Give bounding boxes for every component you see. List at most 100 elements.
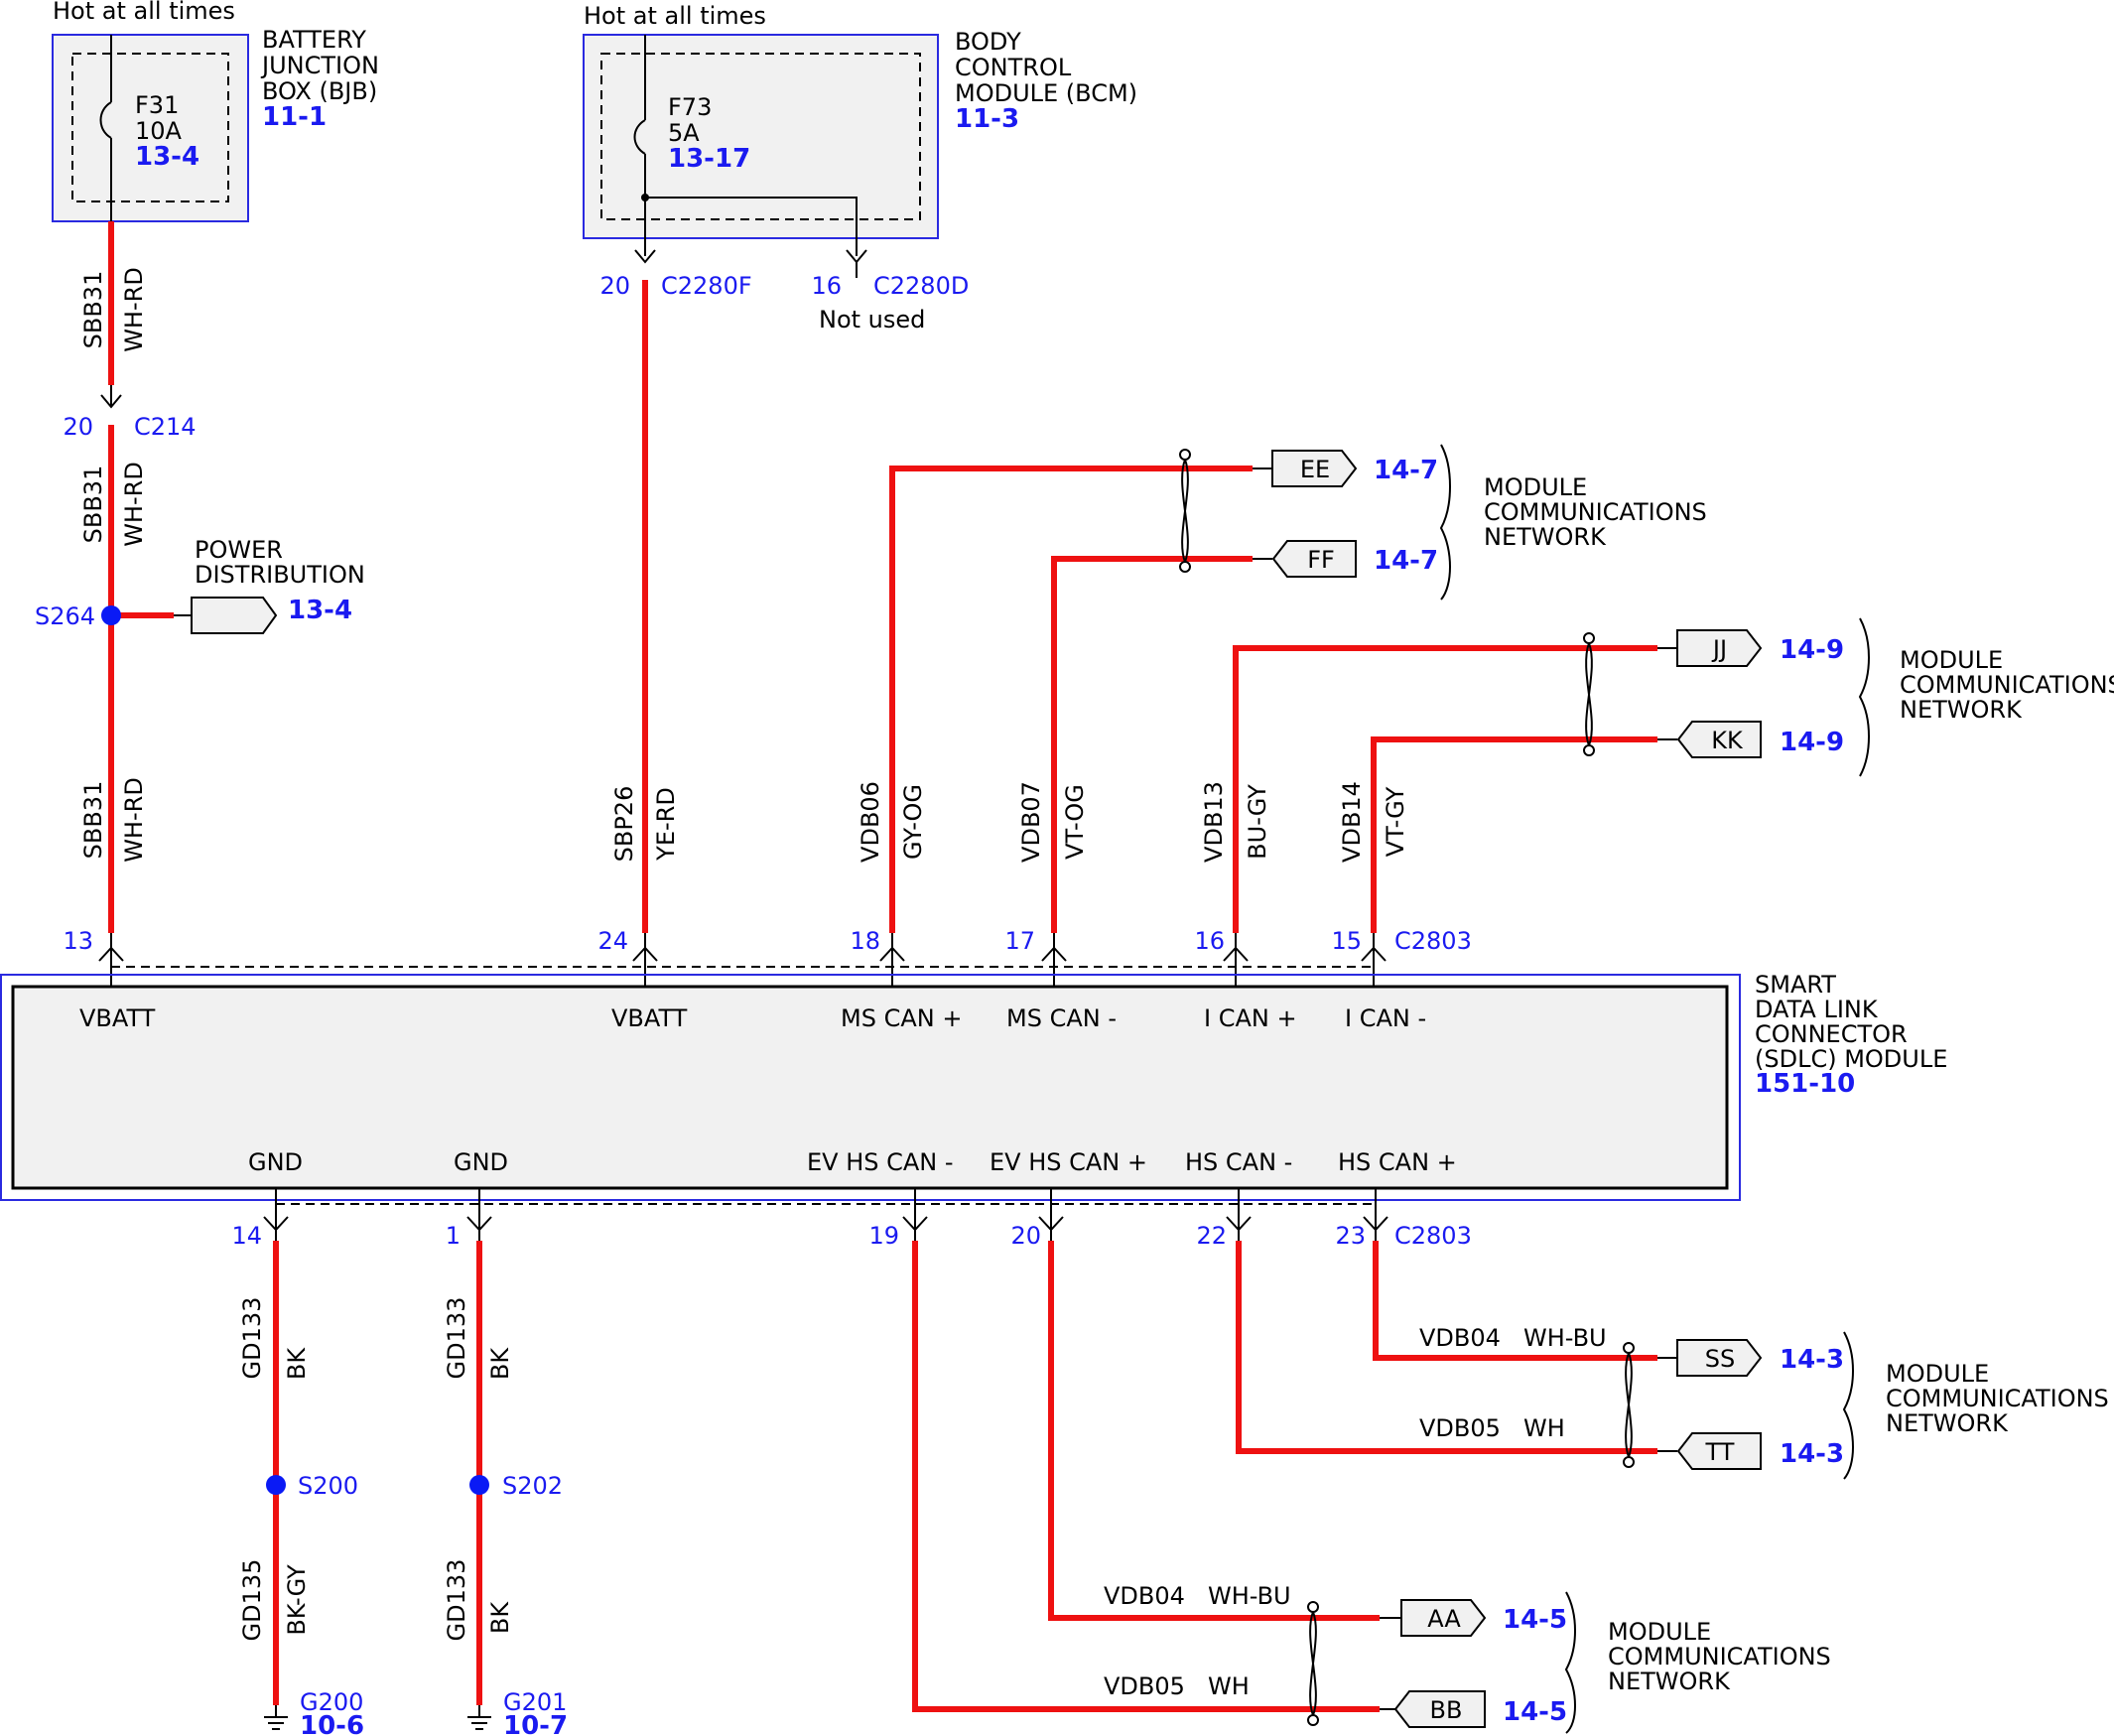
- tag-tt-label: TT: [1705, 1438, 1735, 1466]
- bcm-title-2: CONTROL: [955, 54, 1072, 81]
- tag-jj-label: JJ: [1711, 635, 1727, 663]
- sdlc-module: [0, 974, 1741, 1201]
- tag-ff[interactable]: [1271, 540, 1357, 578]
- wire-vdb04-hs-id: VDB04: [1419, 1324, 1501, 1352]
- fuse-f31-ref[interactable]: 13-4: [135, 142, 199, 172]
- tag-ss[interactable]: [1676, 1339, 1763, 1377]
- top-pin-3: 18: [850, 927, 880, 955]
- splice-s202-icon: [469, 1475, 489, 1495]
- tag-tt-ref[interactable]: 14-3: [1780, 1439, 1844, 1469]
- ground-g201-icon: [467, 1705, 491, 1730]
- tag-aa-label: AA: [1427, 1605, 1461, 1633]
- wire-gd135-id: GD135: [238, 1559, 266, 1642]
- twisted-pair-hs-can-icon: [1623, 1342, 1635, 1468]
- tag-ee-ref[interactable]: 14-7: [1374, 456, 1438, 485]
- battery-junction-box: [52, 34, 249, 222]
- sdlc-title-4: (SDLC) MODULE: [1755, 1045, 1947, 1073]
- pin-label-hs-can-plus: HS CAN +: [1338, 1148, 1457, 1176]
- splice-s264-icon: [101, 605, 121, 625]
- pin-label-hs-can-minus: HS CAN -: [1185, 1148, 1292, 1176]
- network-ms-3: NETWORK: [1484, 523, 1607, 551]
- c2280d-connector: C2280D: [873, 272, 969, 300]
- tag-jj[interactable]: [1676, 629, 1763, 667]
- tag-aa-ref[interactable]: 14-5: [1503, 1605, 1567, 1635]
- power-dist-title-2: DISTRIBUTION: [195, 561, 365, 589]
- wire-sbb31-color-c: WH-RD: [120, 777, 148, 863]
- c2280d-pin: 16: [811, 272, 842, 300]
- wire-vdb06-color: GY-OG: [899, 784, 927, 860]
- power-dist-ref[interactable]: 13-4: [288, 596, 352, 625]
- wire-vdb04-hs[interactable]: [1373, 1241, 1657, 1361]
- wire-sbp26-color: YE-RD: [652, 787, 680, 862]
- bottom-pin-6: 23: [1335, 1222, 1366, 1250]
- wire-vdb07-id: VDB07: [1017, 781, 1045, 863]
- wire-sbb31-id-b: SBB31: [79, 466, 107, 544]
- wire-vdb06[interactable]: [889, 466, 1253, 933]
- bottom-pin-4: 20: [1010, 1222, 1041, 1250]
- bcm-ref[interactable]: 11-3: [955, 104, 1019, 134]
- tag-ff-ref[interactable]: 14-7: [1374, 546, 1438, 576]
- top-pin-2: 24: [597, 927, 628, 955]
- wire-vdb14[interactable]: [1371, 736, 1657, 933]
- fuse-f73-icon: [633, 119, 646, 155]
- network-hs-3: NETWORK: [1886, 1409, 2009, 1437]
- brace-i-can-icon: [1858, 617, 1870, 777]
- wire-vdb13-color: BU-GY: [1244, 784, 1271, 860]
- splice-s264-label: S264: [35, 602, 95, 630]
- network-ev-3: NETWORK: [1608, 1668, 1731, 1695]
- wire-vdb04-ev-id: VDB04: [1104, 1582, 1185, 1610]
- not-used-label: Not used: [819, 306, 925, 334]
- splice-s202-label: S202: [502, 1472, 563, 1500]
- bottom-connector-label: C2803: [1394, 1222, 1472, 1250]
- tag-tt[interactable]: [1676, 1432, 1762, 1470]
- wire-vdb05-ev-color: WH: [1208, 1672, 1250, 1700]
- hot-label-left: Hot at all times: [53, 0, 235, 25]
- tag-jj-ref[interactable]: 14-9: [1780, 635, 1844, 665]
- sdlc-title-3: CONNECTOR: [1755, 1020, 1908, 1048]
- bottom-pin-1: 14: [231, 1222, 262, 1250]
- wire-vdb13[interactable]: [1233, 645, 1657, 933]
- fuse-f31-label: F31: [135, 91, 179, 119]
- wire-vdb07-color: VT-OG: [1061, 784, 1089, 860]
- network-ms-2: COMMUNICATIONS: [1484, 498, 1707, 526]
- wire-vdb05-ev[interactable]: [912, 1241, 1380, 1712]
- power-distribution-tag[interactable]: [191, 597, 278, 634]
- bjb-title-2: JUNCTION: [260, 52, 379, 79]
- tag-kk-ref[interactable]: 14-9: [1780, 728, 1844, 757]
- wire-vdb07[interactable]: [1051, 556, 1253, 933]
- network-i-1: MODULE: [1900, 646, 2003, 674]
- bottom-pin-3: 19: [868, 1222, 899, 1250]
- tag-kk[interactable]: [1676, 721, 1762, 758]
- network-ms-1: MODULE: [1484, 473, 1587, 501]
- twisted-pair-ms-can-icon: [1179, 449, 1191, 573]
- fuse-f31-amps: 10A: [135, 117, 183, 145]
- wire-vdb05-hs[interactable]: [1236, 1241, 1657, 1454]
- tag-bb[interactable]: [1393, 1690, 1486, 1728]
- tag-ss-ref[interactable]: 14-3: [1780, 1345, 1844, 1375]
- tag-ee[interactable]: [1271, 450, 1358, 487]
- fuse-f73-ref[interactable]: 13-17: [668, 144, 750, 174]
- bjb-title-3: BOX (BJB): [262, 77, 377, 105]
- top-pin-1: 13: [63, 927, 93, 955]
- pin-label-vbatt-2: VBATT: [611, 1004, 688, 1032]
- wire-vdb04-ev[interactable]: [1048, 1241, 1380, 1621]
- bjb-ref[interactable]: 11-1: [262, 102, 327, 132]
- network-i-3: NETWORK: [1900, 696, 2023, 724]
- tag-bb-ref[interactable]: 14-5: [1503, 1697, 1567, 1727]
- wire-sbb31-color-b: WH-RD: [120, 462, 148, 547]
- splice-s200-icon: [266, 1475, 286, 1495]
- wire-vdb05-ev-id: VDB05: [1104, 1672, 1185, 1700]
- connector-c2280f-icon: [634, 249, 656, 264]
- top-connector-label: C2803: [1394, 927, 1472, 955]
- pin-label-ms-can-plus: MS CAN +: [841, 1004, 962, 1032]
- ground-g201-ref[interactable]: 10-7: [503, 1711, 568, 1736]
- pin-label-i-can-plus: I CAN +: [1204, 1004, 1297, 1032]
- tag-aa[interactable]: [1400, 1599, 1487, 1637]
- sdlc-ref[interactable]: 151-10: [1755, 1069, 1855, 1099]
- wire-vdb06-id: VDB06: [857, 781, 884, 863]
- top-pin-4: 17: [1004, 927, 1035, 955]
- connector-c2803-top: [98, 933, 1387, 987]
- ground-g200-ref[interactable]: 10-6: [300, 1711, 364, 1736]
- body-control-module: [583, 34, 939, 278]
- network-i-2: COMMUNICATIONS: [1900, 671, 2114, 699]
